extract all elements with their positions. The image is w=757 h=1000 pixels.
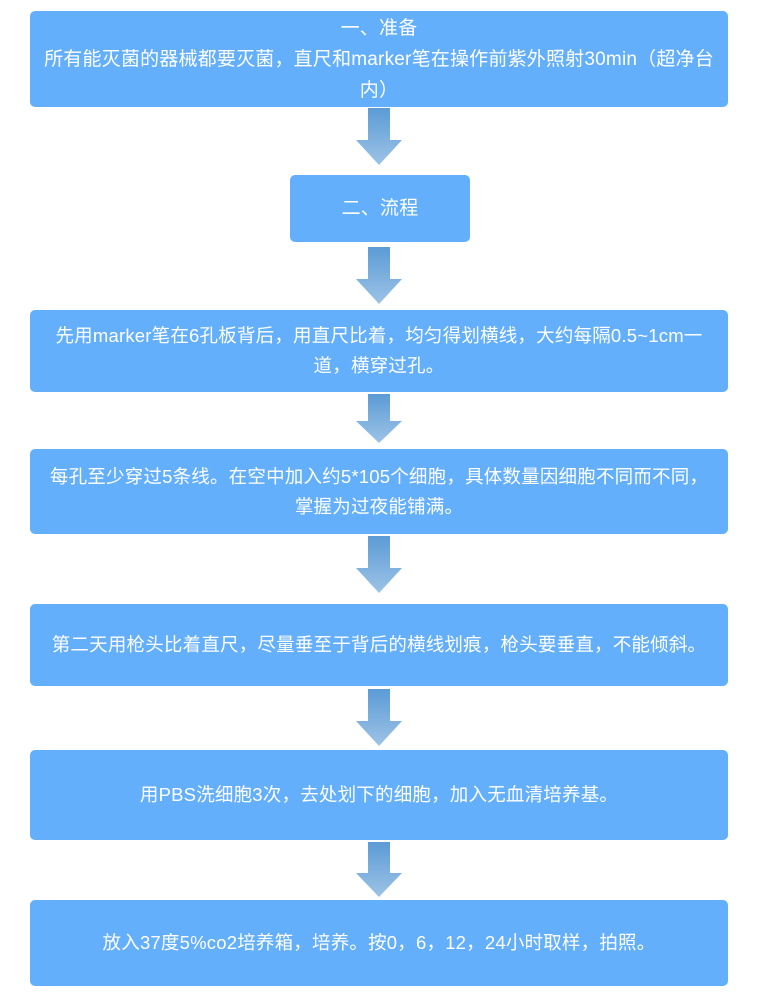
flow-node-step4[interactable]: 用PBS洗细胞3次，去处划下的细胞，加入无血清培养基。 — [30, 750, 728, 840]
flow-node-process-label: 二、流程 — [341, 198, 419, 219]
flow-node-prep-label: 一、准备 所有能灭菌的器械都要灭菌，直尺和marker笔在操作前紫外照射30mi… — [44, 17, 714, 101]
flow-arrow-3 — [356, 394, 402, 443]
flow-arrow-1 — [356, 108, 402, 165]
flow-node-step1-label: 先用marker笔在6孔板背后，用直尺比着，均匀得划横线，大约每隔0.5~1cm… — [55, 325, 703, 376]
flow-node-step4-label: 用PBS洗细胞3次，去处划下的细胞，加入无血清培养基。 — [139, 784, 619, 805]
flow-node-prep[interactable]: 一、准备 所有能灭菌的器械都要灭菌，直尺和marker笔在操作前紫外照射30mi… — [30, 11, 728, 107]
flow-arrow-4 — [356, 536, 402, 593]
flow-arrow-2 — [356, 247, 402, 304]
flow-arrow-5 — [356, 689, 402, 746]
flow-node-step2-label: 每孔至少穿过5条线。在空中加入约5*105个细胞，具体数量因细胞不同而不同，掌握… — [49, 465, 709, 517]
flow-node-step1[interactable]: 先用marker笔在6孔板背后，用直尺比着，均匀得划横线，大约每隔0.5~1cm… — [30, 310, 728, 392]
flow-node-step2[interactable]: 每孔至少穿过5条线。在空中加入约5*105个细胞，具体数量因细胞不同而不同，掌握… — [30, 449, 728, 534]
flow-node-step3-label: 第二天用枪头比着直尺，尽量垂至于背后的横线划痕，枪头要垂直，不能倾斜。 — [51, 634, 707, 655]
flow-node-step5[interactable]: 放入37度5%co2培养箱，培养。按0，6，12，24小时取样，拍照。 — [30, 900, 728, 986]
flow-node-step3[interactable]: 第二天用枪头比着直尺，尽量垂至于背后的横线划痕，枪头要垂直，不能倾斜。 — [30, 604, 728, 686]
flow-node-process[interactable]: 二、流程 — [290, 175, 470, 242]
flow-arrow-6 — [356, 842, 402, 897]
flow-node-step5-label: 放入37度5%co2培养箱，培养。按0，6，12，24小时取样，拍照。 — [102, 932, 656, 953]
